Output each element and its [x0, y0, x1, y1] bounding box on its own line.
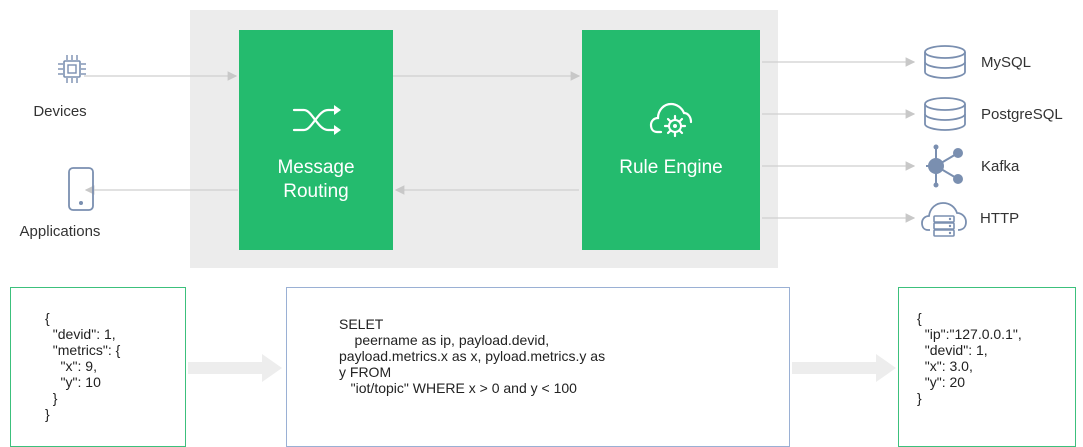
kafka-icon: [926, 144, 963, 188]
input-to-sql-arrow: [188, 354, 282, 382]
message-routing-label: Message Routing: [277, 157, 355, 202]
postgresql-label: PostgreSQL: [981, 105, 1063, 123]
cloud-server-icon: [921, 202, 967, 237]
output-json-box: { "ip":"127.0.0.1", "devid": 1, "x": 3.0…: [898, 287, 1076, 447]
devices-node: Devices: [20, 52, 100, 120]
sql-statement: SELET peername as ip, payload.devid, pay…: [339, 316, 606, 396]
shuffle-icon: [292, 105, 341, 135]
applications-node: Applications: [4, 166, 116, 240]
database-icon: [924, 45, 966, 79]
applications-label: Applications: [19, 223, 101, 240]
kafka-label: Kafka: [981, 157, 1020, 175]
target-mysql: MySQL: [922, 44, 1072, 80]
rule-engine-label: Rule Engine: [619, 157, 723, 178]
target-postgresql: PostgreSQL: [922, 96, 1080, 132]
target-kafka: Kafka: [922, 144, 1072, 188]
sql-to-output-arrow: [792, 354, 896, 382]
chip-icon: [57, 55, 86, 83]
output-json: { "ip":"127.0.0.1", "devid": 1, "x": 3.0…: [917, 310, 1022, 406]
mobile-phone-icon: [67, 167, 94, 211]
target-http: HTTP: [920, 198, 1070, 238]
database-icon: [924, 97, 966, 131]
rule-engine-box: Rule Engine: [582, 30, 760, 250]
devices-label: Devices: [33, 103, 87, 120]
mysql-label: MySQL: [981, 53, 1032, 71]
message-routing-box: Message Routing: [239, 30, 393, 250]
input-json-box: { "devid": 1, "metrics": { "x": 9, "y": …: [10, 287, 186, 447]
sql-box: SELET peername as ip, payload.devid, pay…: [286, 287, 790, 447]
cloud-gear-icon: [649, 102, 693, 138]
http-label: HTTP: [980, 209, 1020, 227]
input-json: { "devid": 1, "metrics": { "x": 9, "y": …: [45, 310, 121, 422]
